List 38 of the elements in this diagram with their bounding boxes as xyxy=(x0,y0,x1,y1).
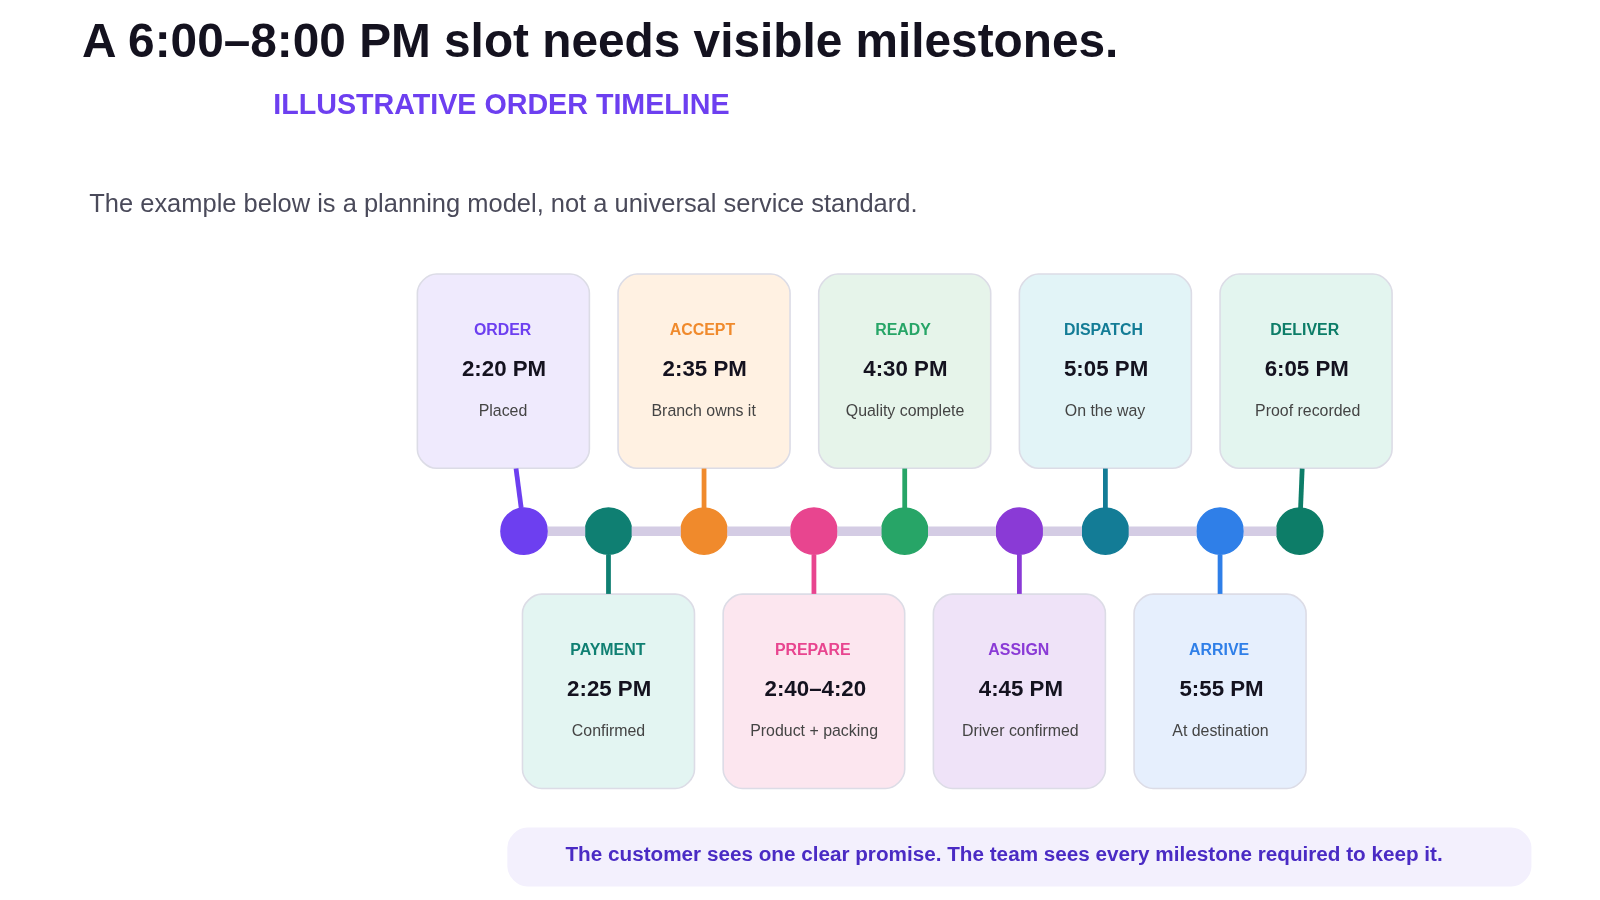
node-box: ACCEPT 2:35 PM Branch owns it xyxy=(617,273,791,470)
node-circle xyxy=(584,507,633,556)
connector xyxy=(1128,526,1197,536)
node-box: ASSIGN 4:45 PM Driver confirmed xyxy=(932,593,1107,790)
connector xyxy=(1103,468,1108,509)
node-circle xyxy=(1275,507,1324,556)
node-box: ARRIVE 5:55 PM At destination xyxy=(1133,593,1307,790)
node-box: READY 4:30 PM Quality complete xyxy=(817,273,992,470)
node-box: PAYMENT 2:25 PM Confirmed xyxy=(521,593,696,790)
connector xyxy=(727,526,791,536)
connector xyxy=(631,526,681,536)
label: ILLUSTRATIVE ORDER TIMELINE xyxy=(273,87,730,120)
connector xyxy=(547,526,586,536)
connector xyxy=(928,526,996,536)
node-circle xyxy=(1081,507,1130,556)
node-circle xyxy=(995,507,1044,556)
connector xyxy=(811,554,817,594)
connector xyxy=(902,468,908,509)
connector xyxy=(701,468,707,509)
connector xyxy=(1017,554,1022,594)
connector xyxy=(1217,554,1223,594)
node-circle xyxy=(880,507,929,556)
connector xyxy=(837,526,882,536)
node-circle xyxy=(790,507,838,556)
connector xyxy=(1298,468,1305,509)
node-circle xyxy=(500,507,548,556)
node-box: PREPARE 2:40–4:20 Product + packing xyxy=(722,593,906,790)
node-circle xyxy=(680,507,728,556)
connector xyxy=(1243,526,1277,536)
connector xyxy=(1042,526,1082,536)
node-box: ORDER 2:20 PM Placed xyxy=(416,273,591,470)
connector xyxy=(513,468,524,509)
node-box: DELIVER 6:05 PM Proof recorded xyxy=(1219,273,1393,470)
node-circle xyxy=(1196,507,1244,556)
diagram-title: A 6:00–8:00 PM slot needs visible milestones. xyxy=(82,14,1119,68)
node-box: DISPATCH 5:05 PM On the way xyxy=(1018,273,1193,470)
connector xyxy=(606,554,611,594)
label: The example below is a planning model, not a universal service standard. xyxy=(89,188,918,217)
